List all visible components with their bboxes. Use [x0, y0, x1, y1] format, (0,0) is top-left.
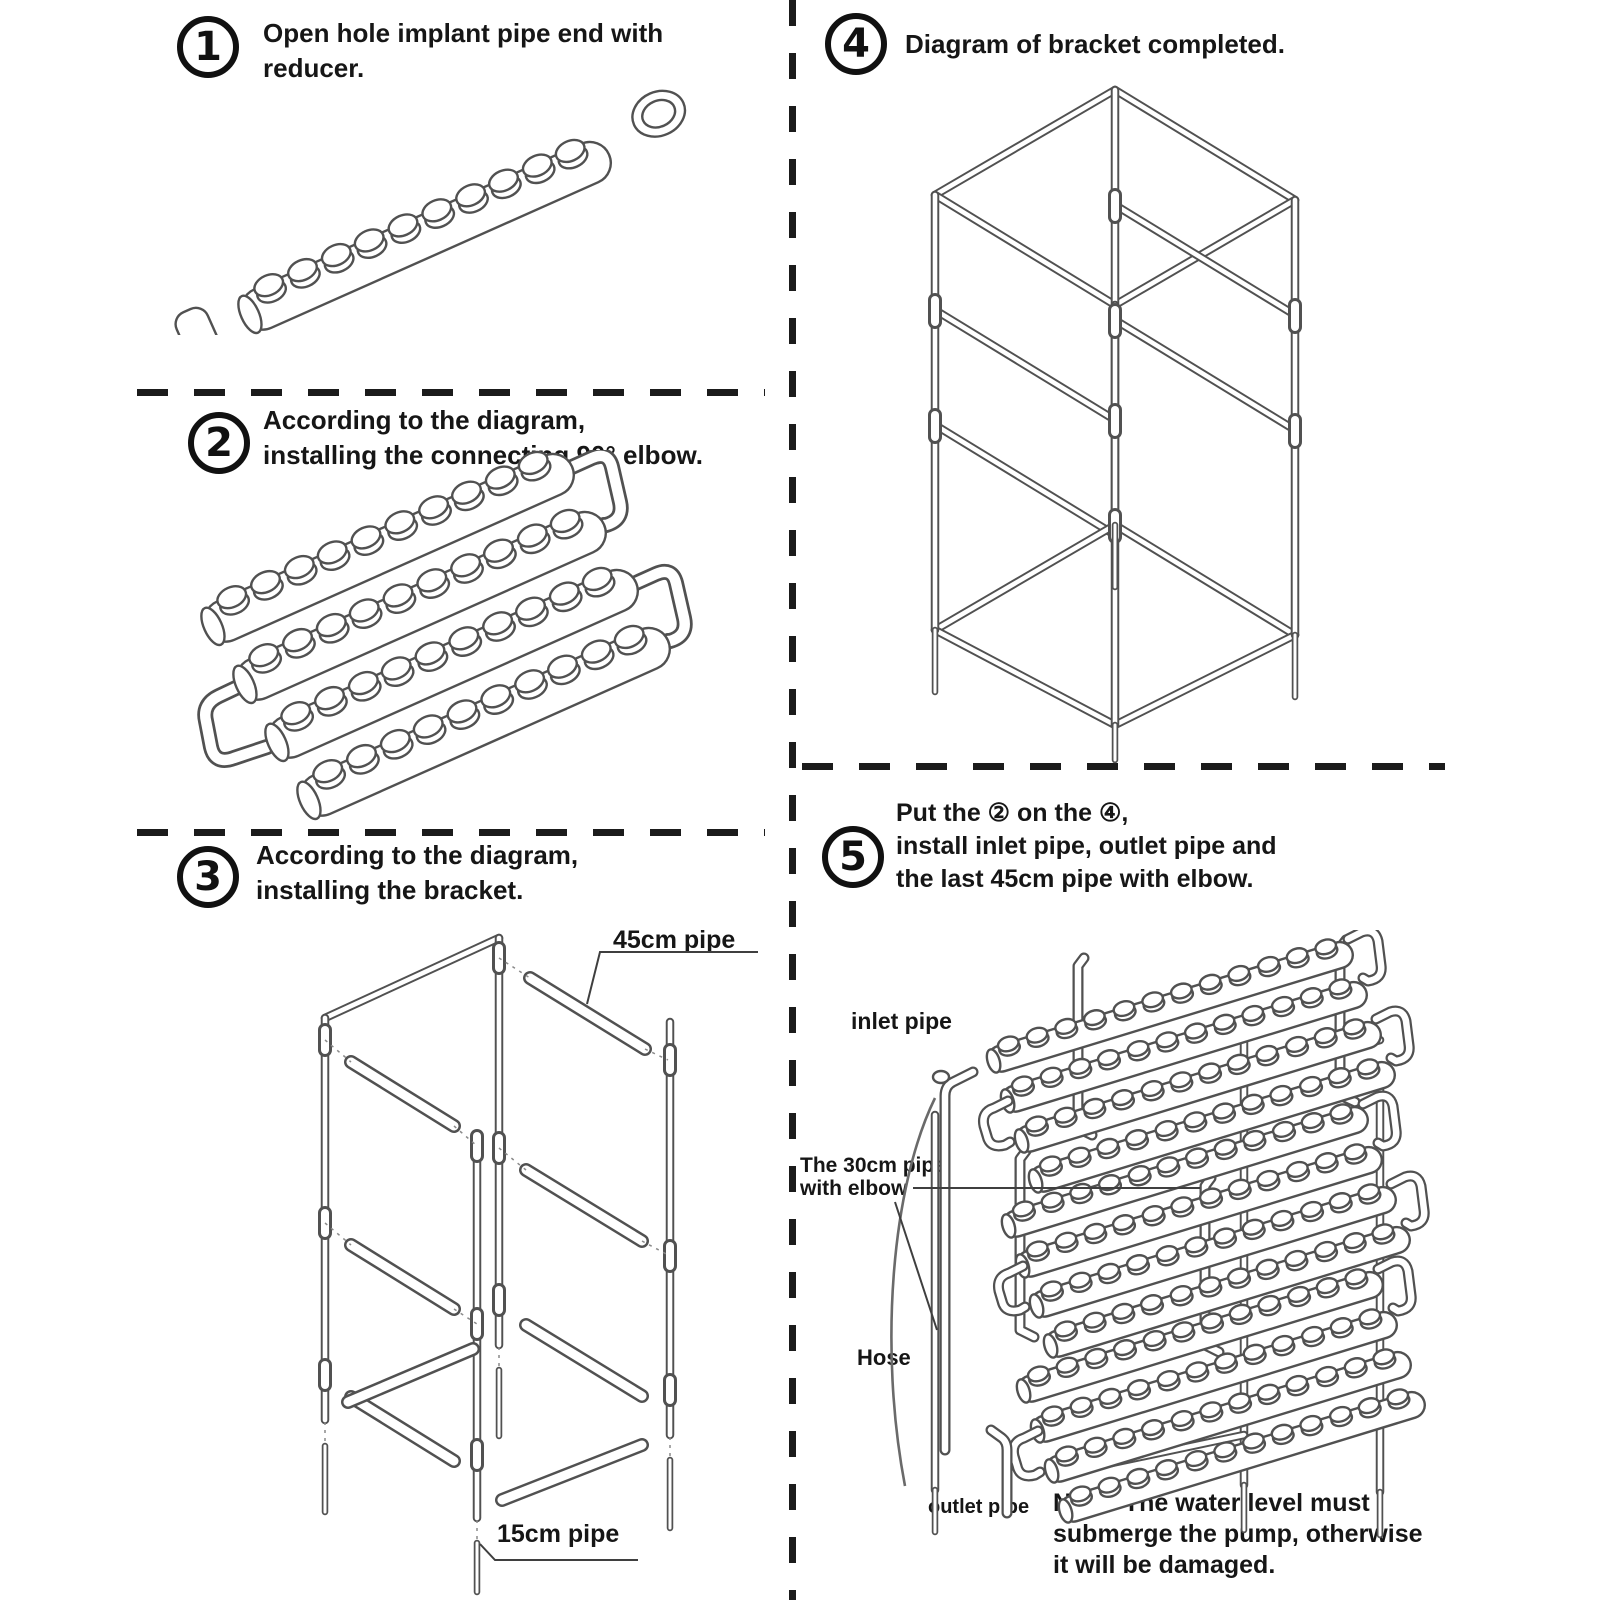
- step3-heading-line1: According to the diagram,: [256, 840, 579, 870]
- step4-diagram: [928, 85, 1302, 764]
- elbow-connector-right-1: [564, 450, 629, 533]
- step5-number: 5: [839, 834, 867, 880]
- coupling-ring: [631, 89, 687, 138]
- step1-heading-line1: Open hole implant pipe end with: [263, 18, 664, 48]
- step5-heading: Put the ② on the ④, install inlet pipe, …: [896, 797, 1277, 896]
- step1-number-badge: 1: [177, 16, 239, 78]
- assembly-guide-dotted-lines: [324, 957, 671, 1541]
- step3-number-badge: 3: [177, 846, 239, 908]
- step2-number-badge: 2: [188, 412, 250, 474]
- floating-45cm-pipes: [341, 971, 652, 1507]
- step1-heading-line2: reducer.: [263, 53, 365, 83]
- step5-heading-line2: install inlet pipe, outlet pipe and: [896, 832, 1277, 860]
- hose: [890, 1097, 937, 1487]
- label-30cm-pipe-line2: with elbow: [800, 1177, 908, 1200]
- step2-heading: According to the diagram, installing the…: [263, 403, 703, 473]
- step3-number: 3: [194, 854, 222, 900]
- step5-diagram: [890, 930, 1445, 1539]
- step4-heading-line1: Diagram of bracket completed.: [905, 29, 1285, 59]
- label-45cm-pipe: 45cm pipe: [613, 926, 736, 954]
- step5-number-badge: 5: [822, 826, 884, 888]
- hole-pipe: [230, 128, 618, 335]
- step3-diagram: [318, 933, 758, 1596]
- label-hose: Hose: [857, 1345, 911, 1370]
- label-inlet-pipe: inlet pipe: [851, 1008, 952, 1034]
- step2-heading-line1: According to the diagram,: [263, 405, 586, 435]
- divider-vertical: [789, 0, 796, 1600]
- elbow-connector-right-2: [628, 563, 693, 649]
- divider-step1-step2: [137, 389, 765, 396]
- bracket-top-edge: [320, 933, 504, 1023]
- reducer-fitting: [174, 306, 225, 335]
- outlet-pipe: [985, 1424, 1013, 1519]
- label-15cm-pipe: 15cm pipe: [497, 1520, 620, 1548]
- step5-heading-line1: Put the ② on the ④,: [896, 799, 1129, 827]
- divider-step2-step3: [137, 829, 765, 836]
- step4-heading: Diagram of bracket completed.: [905, 27, 1285, 62]
- label-leader-lines: [479, 951, 758, 1561]
- step2-heading-line2: installing the connecting 90° elbow.: [263, 440, 703, 470]
- note-line3: it will be damaged.: [1053, 1551, 1276, 1579]
- step3-heading-line2: installing the bracket.: [256, 875, 524, 905]
- step1-diagram: [174, 89, 687, 335]
- note-line2: submerge the pump, otherwise: [1053, 1520, 1423, 1548]
- step3-heading: According to the diagram, installing the…: [256, 838, 578, 908]
- hole-pipe-row: [193, 450, 677, 823]
- step1-heading: Open hole implant pipe end with reducer.: [263, 16, 663, 86]
- tee-fittings: [928, 188, 1302, 544]
- divider-step4-step5: [802, 763, 1445, 770]
- step2-diagram: [170, 450, 693, 835]
- step4-number-badge: 4: [825, 13, 887, 75]
- step1-number: 1: [194, 24, 222, 70]
- step2-number: 2: [205, 420, 233, 466]
- bracket-legs: [931, 521, 1299, 764]
- label-leader-lines: [894, 1187, 1200, 1331]
- inlet-pipe: [931, 1066, 979, 1456]
- step5-heading-line3: the last 45cm pipe with elbow.: [896, 865, 1254, 893]
- step4-number: 4: [842, 21, 870, 67]
- floating-15cm-legs: [321, 1366, 674, 1596]
- elbow-connector-left: [197, 679, 275, 768]
